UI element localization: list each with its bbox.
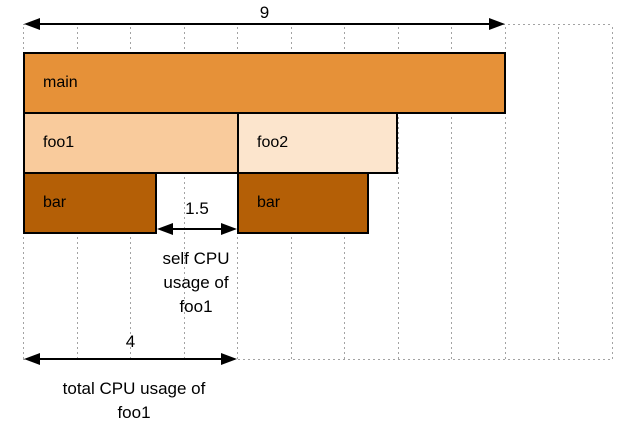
self-cpu-arrow	[157, 222, 237, 236]
total-width-arrow	[24, 17, 505, 31]
frame-main: main	[23, 52, 506, 114]
grid-line-vertical	[612, 27, 613, 360]
frame-foo2-label: foo2	[257, 134, 289, 151]
total-cpu-caption-line1: total CPU usage of	[62, 379, 206, 398]
arrowhead-left-icon	[157, 223, 173, 235]
arrowhead-right-icon	[221, 223, 237, 235]
arrowhead-right-icon	[489, 18, 505, 30]
grid-line-vertical	[558, 27, 559, 360]
self-cpu-value: 1.5	[185, 199, 209, 218]
frame-bar1-label: bar	[43, 194, 67, 211]
frame-main-label: main	[43, 74, 78, 91]
arrow-shaft	[40, 358, 221, 360]
total-cpu-caption-line2: foo1	[117, 403, 151, 422]
frame-bar-under-foo1: bar	[23, 172, 157, 234]
arrowhead-left-icon	[24, 353, 40, 365]
frame-foo2: foo2	[237, 112, 398, 174]
self-cpu-caption: self CPU usage of foo1	[116, 247, 276, 319]
arrow-shaft	[173, 228, 221, 230]
frame-foo1: foo1	[23, 112, 239, 174]
arrowhead-right-icon	[221, 353, 237, 365]
frame-bar2-label: bar	[257, 194, 281, 211]
grid-line-vertical	[451, 27, 452, 360]
arrowhead-left-icon	[24, 18, 40, 30]
arrow-shaft	[40, 23, 489, 25]
grid-line-vertical	[398, 27, 399, 360]
total-cpu-arrow	[24, 352, 237, 366]
frame-bar-under-foo2: bar	[237, 172, 369, 234]
frame-foo1-label: foo1	[43, 134, 75, 151]
grid-line-vertical	[184, 27, 185, 360]
total-width-value: 9	[259, 3, 270, 22]
grid-line-horizontal-bottom	[23, 359, 613, 360]
total-cpu-caption: total CPU usage of foo1	[23, 377, 245, 425]
total-cpu-value: 4	[125, 332, 136, 351]
self-cpu-caption-line1: self CPU	[162, 249, 230, 268]
grid-line-vertical	[505, 27, 506, 360]
self-cpu-caption-line3: foo1	[179, 297, 213, 316]
self-cpu-caption-line2: usage of	[163, 273, 229, 292]
